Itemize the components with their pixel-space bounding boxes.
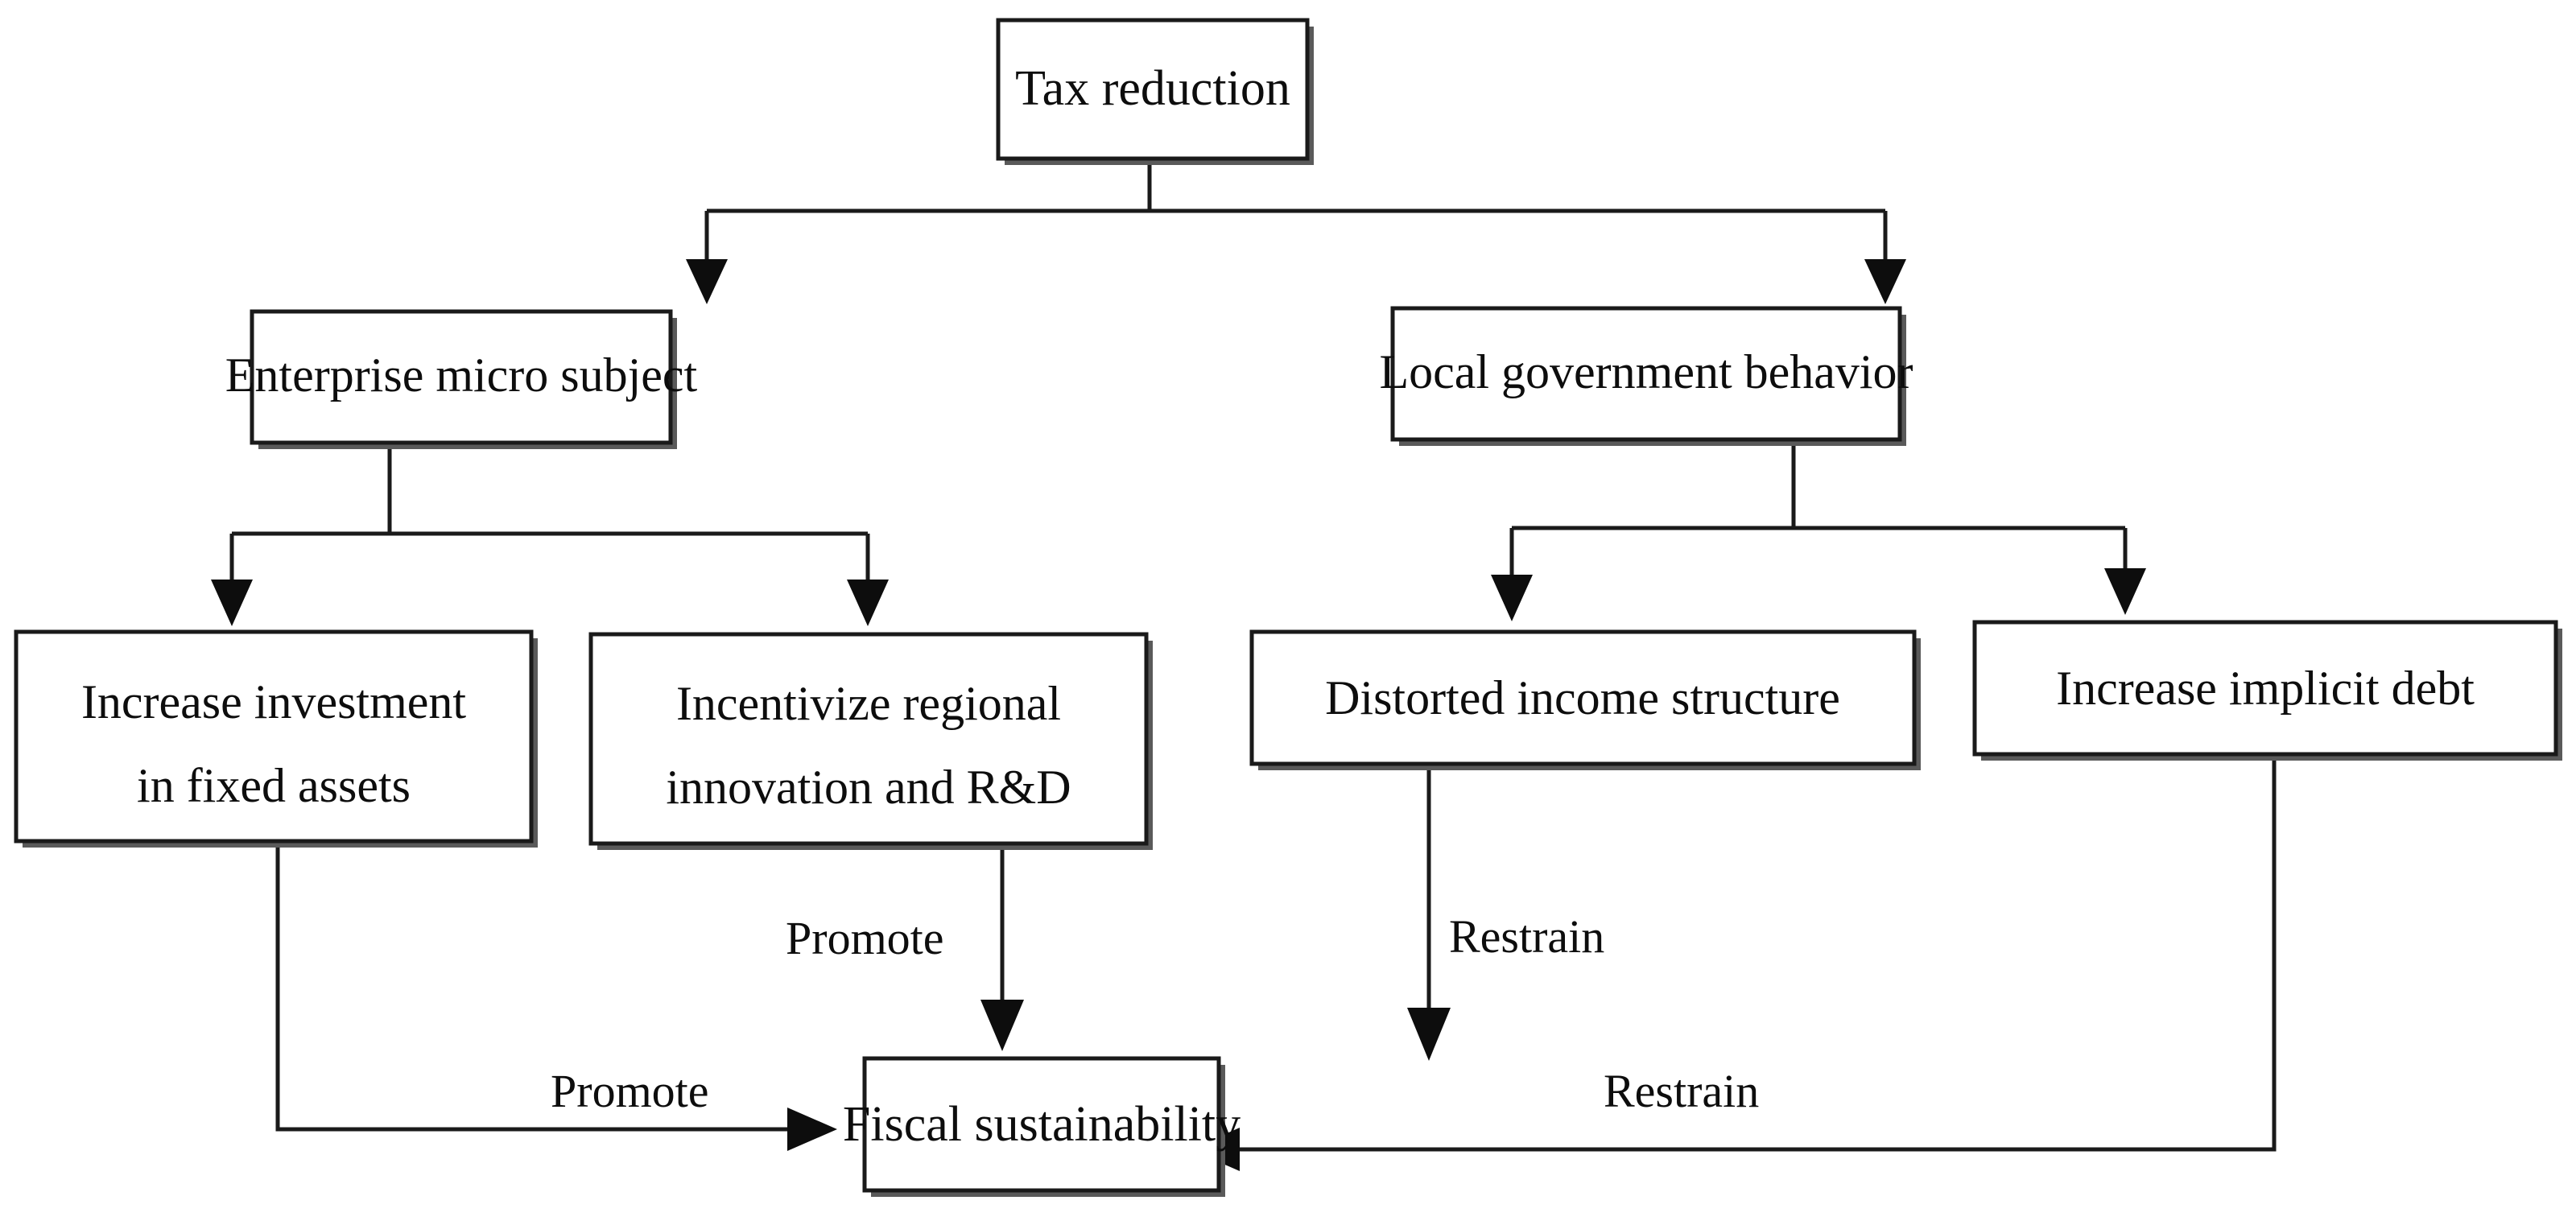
arrowhead-to-implicit-debt xyxy=(2104,568,2146,615)
node-rect xyxy=(588,632,1149,846)
node-rect xyxy=(862,1056,1221,1193)
node-rect xyxy=(14,629,534,844)
node-increase-investment-fixed-assets[interactable]: Increase investment in fixed assets xyxy=(14,629,538,848)
edge-innovation-to-fiscal xyxy=(980,848,1024,1051)
arrowhead-to-fixed-assets xyxy=(211,580,253,626)
arrowhead-distorted-restrain xyxy=(1407,1008,1451,1061)
edge-enterprise-split xyxy=(211,448,889,626)
edge-fixed-assets-to-fiscal xyxy=(275,844,837,1151)
node-rect xyxy=(1249,629,1917,766)
edge-label-promote-fixed-assets: Promote xyxy=(551,1065,709,1117)
arrowhead-to-enterprise xyxy=(686,259,728,304)
node-label-line1: Incentivize regional xyxy=(676,677,1061,730)
node-distorted-income-structure[interactable]: Distorted income structure xyxy=(1249,629,1921,770)
node-enterprise-micro-subject[interactable]: Enterprise micro subject xyxy=(225,309,698,449)
node-tax-reduction[interactable]: Tax reduction xyxy=(996,18,1314,165)
edge-line-fixed-assets-promote xyxy=(275,844,793,1132)
node-label: Distorted income structure xyxy=(1325,671,1840,724)
node-rect xyxy=(1390,306,1902,442)
edge-label-restrain-implicit-debt: Restrain xyxy=(1604,1065,1759,1117)
node-rect xyxy=(250,309,673,445)
edge-distorted-to-fiscal xyxy=(1407,770,1451,1061)
node-label: Tax reduction xyxy=(1015,61,1290,116)
node-label-line2: innovation and R&D xyxy=(666,761,1071,814)
node-label-line2: in fixed assets xyxy=(137,759,411,812)
edge-local-government-split xyxy=(1491,446,2146,621)
arrowhead-fixed-assets-promote xyxy=(787,1108,837,1151)
node-rect xyxy=(1972,620,2558,757)
edge-label-promote-innovation: Promote xyxy=(786,912,944,964)
node-label: Local government behavior xyxy=(1379,345,1913,398)
node-label-line1: Increase investment xyxy=(81,675,466,728)
node-incentivize-regional-innovation-rd[interactable]: Incentivize regional innovation and R&D xyxy=(588,632,1153,850)
edge-tax-reduction-split xyxy=(686,159,1906,304)
arrowhead-to-distorted-income xyxy=(1491,575,1533,621)
node-local-government-behavior[interactable]: Local government behavior xyxy=(1379,306,1913,446)
node-increase-implicit-debt[interactable]: Increase implicit debt xyxy=(1972,620,2562,761)
edge-label-restrain-distorted: Restrain xyxy=(1449,910,1604,963)
node-label: Enterprise micro subject xyxy=(225,349,698,402)
arrowhead-innovation-promote xyxy=(980,1000,1024,1051)
node-fiscal-sustainability[interactable]: Fiscal sustainability xyxy=(843,1056,1241,1197)
arrowhead-to-local-government xyxy=(1864,259,1906,304)
node-rect xyxy=(996,18,1310,161)
edge-line-implicit-debt-restrain xyxy=(1236,761,2277,1152)
arrowhead-to-innovation xyxy=(847,580,889,626)
node-label: Increase implicit debt xyxy=(2056,662,2475,715)
node-label: Fiscal sustainability xyxy=(843,1097,1241,1152)
